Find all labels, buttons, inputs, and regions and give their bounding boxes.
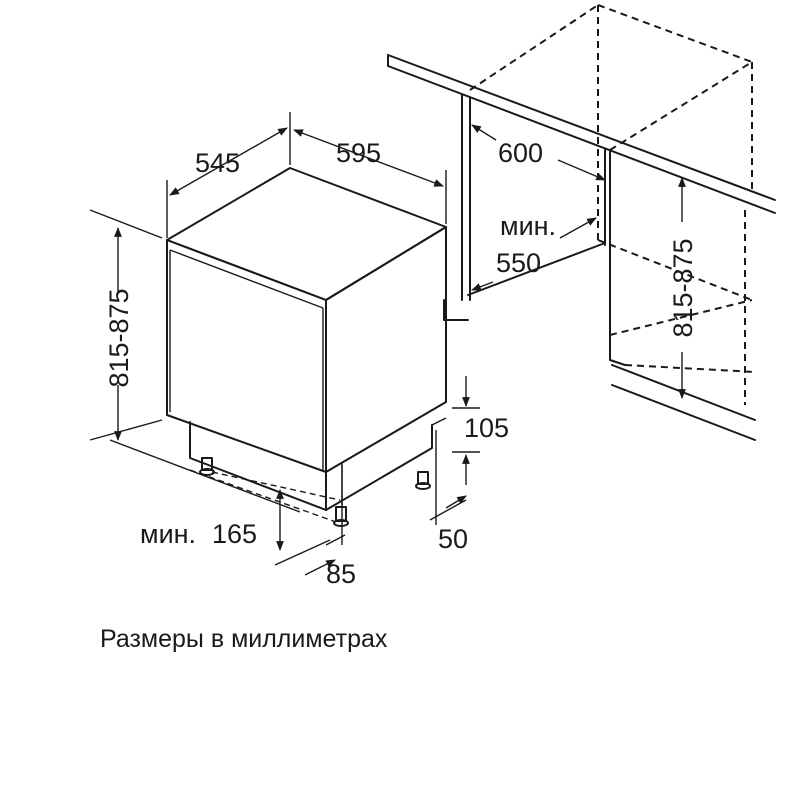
foot-label: 50 <box>438 524 468 554</box>
niche-outline <box>387 54 776 441</box>
units-caption: Размеры в миллиметрах <box>100 625 388 653</box>
min-plinth-label: 165 <box>212 519 257 549</box>
setback-label: 85 <box>326 559 356 589</box>
niche-min-prefix: мин. <box>500 211 556 241</box>
niche-depth-label: 600 <box>498 138 543 168</box>
dimension-lines <box>89 112 686 576</box>
min-plinth-prefix: мин. <box>140 519 196 549</box>
width-label: 595 <box>336 138 381 168</box>
depth-label: 545 <box>195 148 240 178</box>
dishwasher-body <box>166 167 447 527</box>
niche-min-depth-label: 550 <box>496 248 541 278</box>
niche-height-label: 815-875 <box>668 238 698 337</box>
plinth-label: 105 <box>464 413 509 443</box>
height-label: 815-875 <box>104 288 134 387</box>
niche-hidden-lines <box>469 4 756 405</box>
